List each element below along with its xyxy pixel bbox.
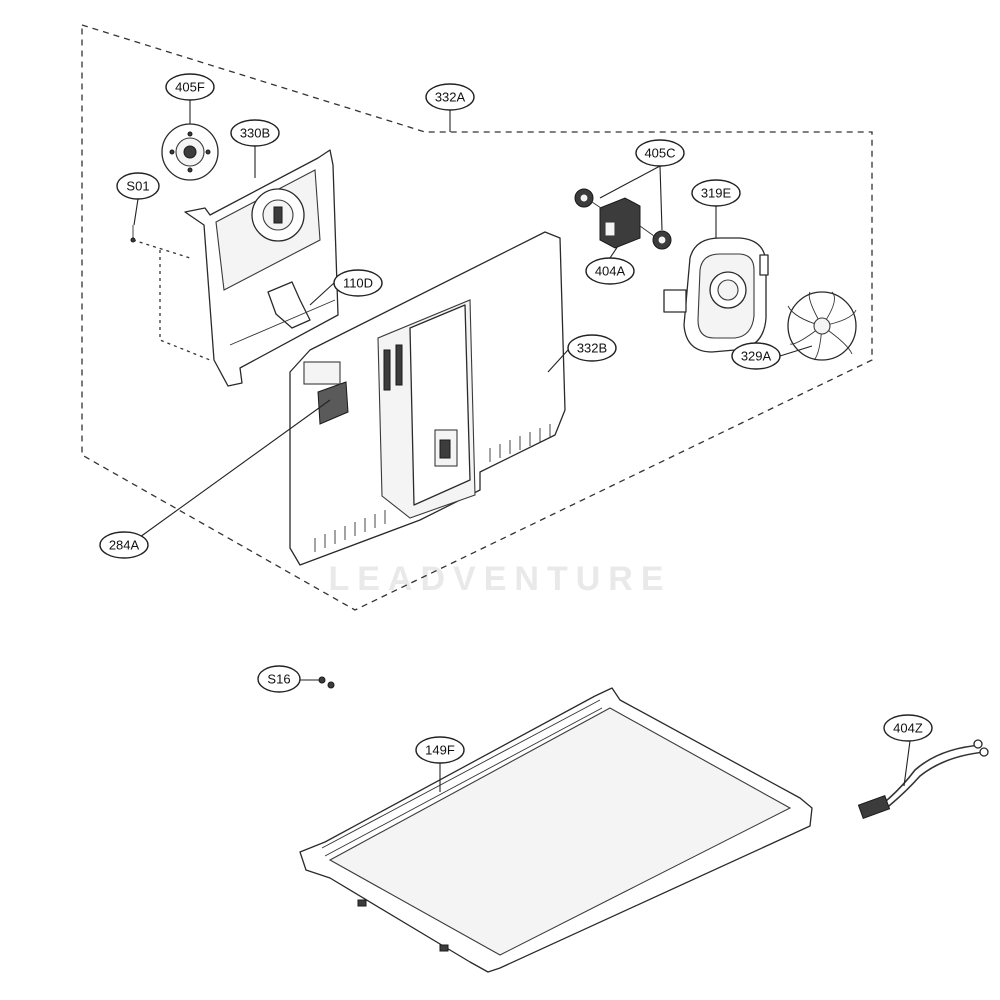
vent-slots-right	[489, 424, 551, 462]
callout-319E-text: 319E	[701, 186, 732, 201]
callout-149F-text: 149F	[425, 743, 455, 758]
callout-110D-text: 110D	[343, 276, 373, 291]
part-330B-bracket	[184, 149, 339, 387]
callout-149F: 149F	[415, 736, 465, 764]
callout-110D: 110D	[333, 269, 383, 297]
part-332B-panel	[289, 231, 566, 566]
callout-319E: 319E	[691, 179, 741, 207]
callout-404A-text: 404A	[595, 264, 626, 279]
callout-S16-text: S16	[267, 672, 290, 687]
callout-404Z: 404Z	[883, 714, 933, 742]
callout-332A-text: 332A	[435, 90, 466, 105]
part-S01-screw	[130, 225, 211, 361]
callout-S16: S16	[257, 665, 301, 693]
watermark: LEADVENTURE	[328, 560, 671, 598]
callout-284A: 284A	[99, 531, 149, 559]
callout-332B-text: 332B	[577, 341, 607, 356]
callout-330B-text: 330B	[240, 126, 270, 141]
callout-405C: 405C	[635, 139, 685, 167]
callout-404A: 404A	[585, 257, 635, 285]
callout-405F-text: 405F	[175, 80, 205, 95]
callout-332A: 332A	[425, 83, 475, 111]
part-284A-plate	[303, 361, 349, 425]
callout-332B: 332B	[567, 334, 617, 362]
assembly-boundary	[81, 24, 873, 611]
callout-S01-text: S01	[126, 179, 149, 194]
part-329A-fan-blade	[787, 291, 857, 361]
callout-S01: S01	[116, 172, 160, 200]
part-404A-motor	[591, 197, 655, 249]
leader-lines	[133, 100, 911, 792]
callout-405C-text: 405C	[644, 146, 675, 161]
callout-329A: 329A	[731, 342, 781, 370]
callout-329A-text: 329A	[741, 349, 772, 364]
vent-slots-left	[314, 510, 386, 552]
part-405C-grommets	[574, 188, 672, 250]
part-405F-disc	[161, 123, 219, 181]
callout-284A-text: 284A	[109, 538, 140, 553]
callout-405F: 405F	[165, 73, 215, 101]
part-319E-housing	[663, 237, 769, 353]
part-149F-shelf	[299, 687, 813, 973]
part-S16-screws	[318, 676, 335, 689]
callout-330B: 330B	[230, 119, 280, 147]
part-404Z-harness	[857, 739, 989, 820]
callout-404Z-text: 404Z	[893, 721, 923, 736]
